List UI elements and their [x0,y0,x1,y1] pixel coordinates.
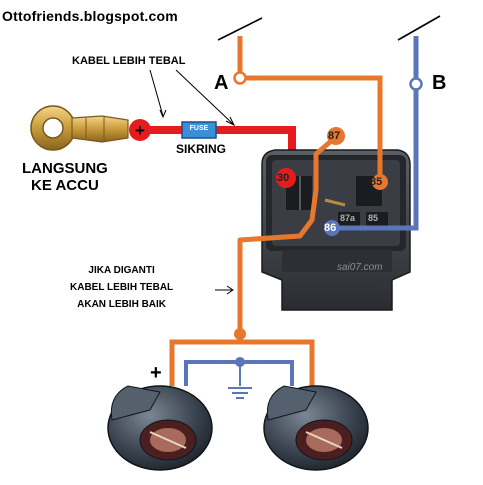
horn-left [107,385,213,471]
site-title: Ottofriends.blogspot.com [2,8,178,24]
blue-wire-switch-b [330,36,419,231]
switch-b-label: B [432,72,447,94]
horn-right [263,385,369,471]
ring-terminal [30,105,129,151]
pin-85-label: 85 [370,176,383,188]
label-arrows [149,69,236,295]
fuse-text: FUSE [189,125,209,132]
cable-note-line2: KABEL LEBIH TEBAL [70,282,174,293]
switch-a-lever [217,17,263,41]
pin-85-small-label: 85 [368,213,379,223]
plus-sign: + [135,121,145,140]
pin-85-marker [372,174,388,190]
battery-label-line2: KE ACCU [31,177,99,194]
junction-dot [234,328,246,340]
fuse-caption: SIKRING [176,142,227,156]
orange-wire-pin-87 [237,140,332,330]
thick-cable-label: KABEL LEBIH TEBAL [72,55,186,67]
switch-b-contact [409,77,423,91]
pin-87-marker [327,127,345,145]
orange-wire-horns [169,339,315,386]
pin-30-marker [276,168,296,188]
plus-terminal-dot [129,119,151,141]
pin-30-label: 30 [277,172,290,184]
ground-symbol [228,362,252,399]
relay-watermark: sai07.com [337,262,383,273]
switch-a-contact [233,71,247,85]
switch-a-label: A [214,72,229,94]
pin-87a-label: 87a [340,213,356,223]
orange-wire-switch-a [237,36,383,186]
pin-86-label: 86 [324,222,337,234]
horn-plus-label: + [150,362,162,384]
cable-note-line3: AKAN LEBIH BAIK [77,299,167,310]
cable-note: JIKA DIGANTI KABEL LEBIH TEBAL AKAN LEBI… [70,262,173,313]
pin-86-marker [324,220,340,236]
switch-b-lever [397,15,441,41]
cable-note-line1: JIKA DIGANTI [88,265,155,276]
pin-87-label: 87 [328,130,341,142]
battery-label: LANGSUNG KE ACCU [22,160,108,194]
battery-label-line1: LANGSUNG [22,160,108,177]
fuse [181,121,217,139]
